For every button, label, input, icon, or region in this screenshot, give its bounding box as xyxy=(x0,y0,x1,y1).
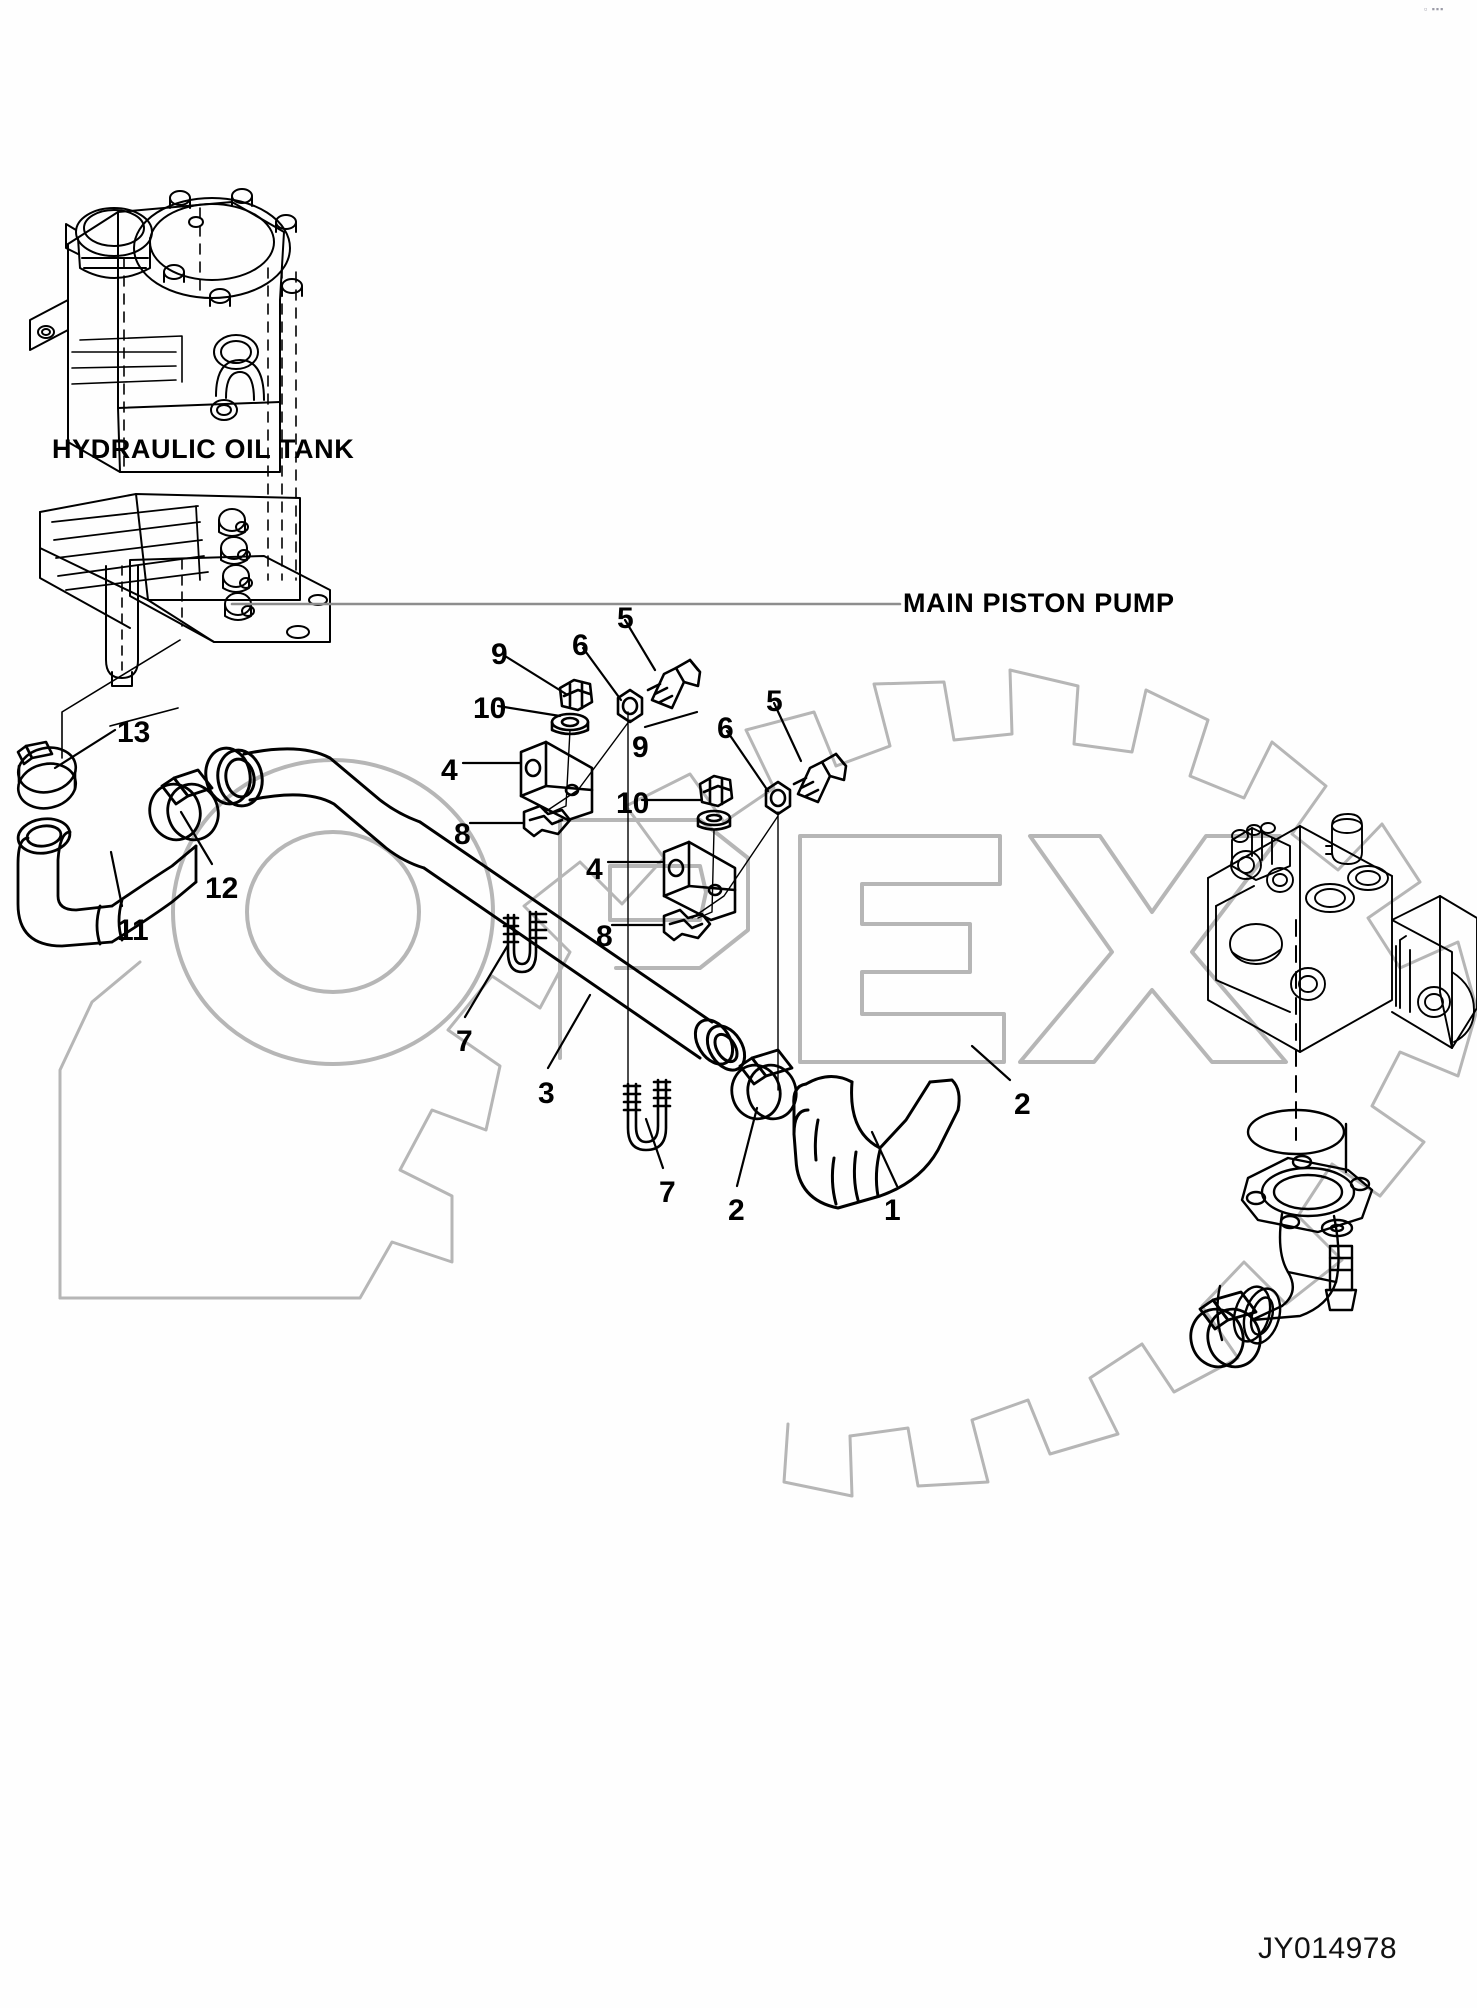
tank-base-manifold xyxy=(39,493,331,687)
callout-5-lower: 5 xyxy=(766,685,783,718)
part-3-suction-tube xyxy=(204,746,747,1072)
part-7-ubolt-upper xyxy=(502,910,548,974)
part-9-hex-nut-a xyxy=(558,678,594,712)
part-5-bolt-b xyxy=(792,752,848,804)
callout-leaders xyxy=(53,618,1012,1188)
part-6-washer-b xyxy=(764,780,792,816)
callout-8-lower: 8 xyxy=(596,920,613,953)
callout-12: 12 xyxy=(205,872,239,905)
callout-7-lower: 7 xyxy=(659,1176,676,1209)
part-2-clamp-center xyxy=(730,1048,798,1121)
callout-10-right: 10 xyxy=(616,787,650,820)
callout-13: 13 xyxy=(117,716,151,749)
part-8-saddle-a xyxy=(522,804,572,838)
part-1-elbow-hose xyxy=(792,1075,961,1210)
hydraulic-oil-tank-assembly xyxy=(29,188,303,581)
part-7-ubolt-lower xyxy=(622,1078,672,1152)
callout-4-right: 4 xyxy=(586,853,603,886)
part-13-hose-clamp xyxy=(16,740,78,810)
part-4-bracket-b xyxy=(662,840,737,922)
callout-1: 1 xyxy=(884,1194,901,1227)
part-5-bolt-a xyxy=(646,658,702,710)
pump-suction-elbow-flange xyxy=(1216,1108,1374,1345)
title-hydraulic-oil-tank: HYDRAULIC OIL TANK xyxy=(52,434,355,464)
callout-6-upper: 6 xyxy=(572,629,589,662)
callout-5-upper: 5 xyxy=(617,602,634,635)
callout-11: 11 xyxy=(117,914,149,947)
callout-10-left: 10 xyxy=(473,692,507,725)
callout-7-upper: 7 xyxy=(456,1025,473,1058)
corner-mark: ▫ ▪▪▪ xyxy=(1424,4,1445,14)
part-8-saddle-b xyxy=(662,908,712,942)
main-piston-pump-assembly xyxy=(1207,813,1477,1141)
callout-9-left: 9 xyxy=(491,638,508,671)
part-11-elbow-hose xyxy=(16,817,198,948)
callout-3: 3 xyxy=(538,1077,555,1110)
callout-2-center: 2 xyxy=(728,1194,745,1227)
part-2-clamp-right xyxy=(1189,1290,1262,1369)
callout-2-right: 2 xyxy=(1014,1088,1031,1121)
callout-8-upper: 8 xyxy=(454,818,471,851)
document-id: JY014978 xyxy=(1258,1932,1398,1965)
callout-9-right: 9 xyxy=(632,731,649,764)
part-10-washer-b xyxy=(696,809,732,831)
part-12-hose-clamp xyxy=(148,768,220,842)
part-6-washer-a xyxy=(616,688,644,724)
callout-6-lower: 6 xyxy=(717,712,734,745)
callout-4-left: 4 xyxy=(441,754,458,787)
title-main-piston-pump: MAIN PISTON PUMP xyxy=(903,588,1175,618)
part-9-hex-nut-b xyxy=(698,774,734,808)
